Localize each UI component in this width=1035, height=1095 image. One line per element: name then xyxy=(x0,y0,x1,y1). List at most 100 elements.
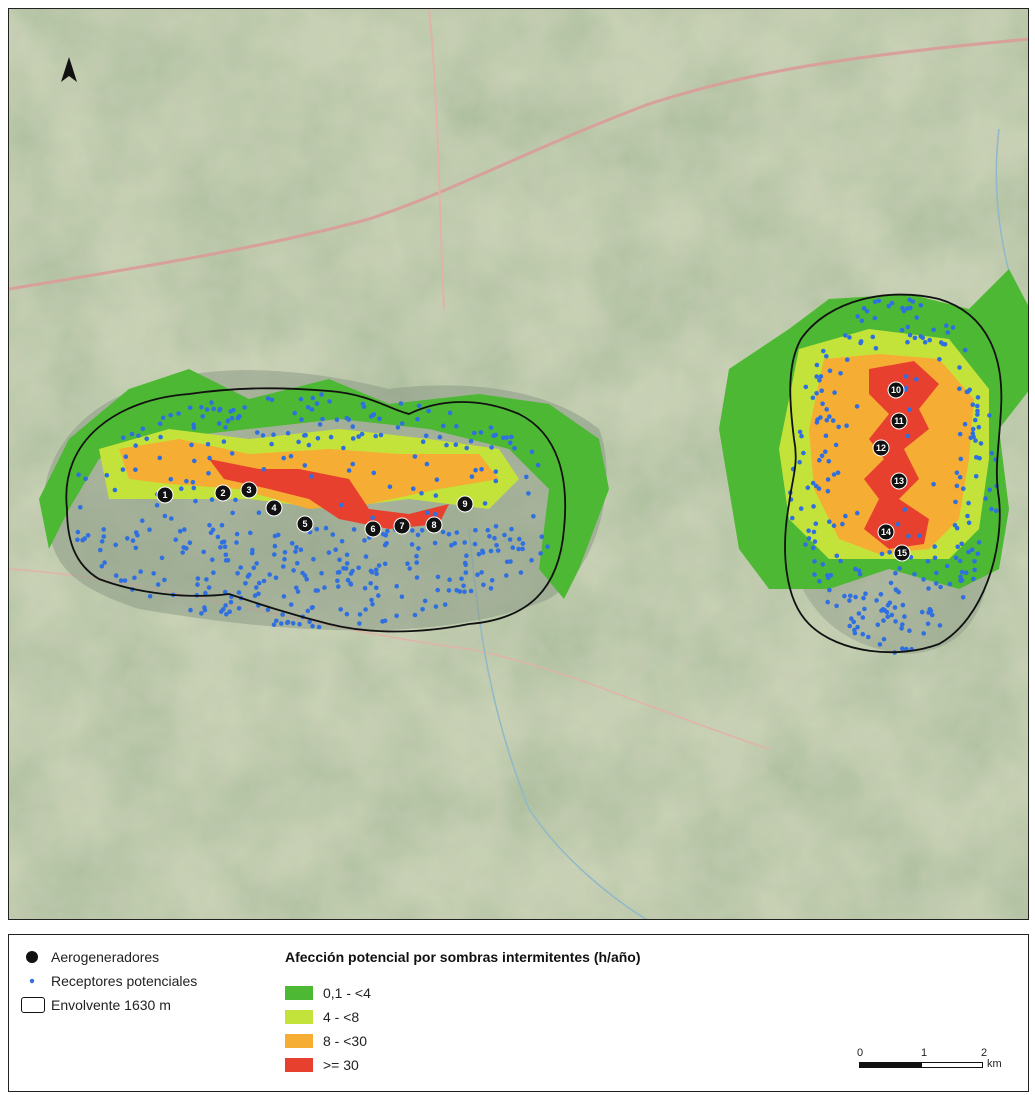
receptor-point xyxy=(987,413,992,418)
receptor-point xyxy=(357,621,362,626)
receptor-point xyxy=(285,620,290,625)
receptor-point xyxy=(958,456,964,462)
receptor-point xyxy=(303,432,308,438)
receptor-point xyxy=(225,419,231,424)
receptor-point xyxy=(410,528,415,533)
receptor-point xyxy=(184,478,189,484)
receptor-point xyxy=(249,550,255,556)
west-shadow-zones xyxy=(39,369,609,631)
receptor-point xyxy=(516,546,521,552)
receptor-point xyxy=(251,565,257,571)
receptor-point xyxy=(989,506,994,512)
receptor-point xyxy=(330,532,336,537)
turbine-label: 11 xyxy=(894,416,904,426)
receptor-point xyxy=(378,432,384,438)
receptor-point xyxy=(952,522,958,528)
receptor-point xyxy=(314,526,320,532)
receptor-point xyxy=(176,411,181,416)
receptor-point xyxy=(305,608,311,614)
turbine-dot-icon xyxy=(26,951,38,963)
class-label: >= 30 xyxy=(323,1057,359,1073)
receptor-point xyxy=(344,561,350,566)
receptor-point xyxy=(281,564,286,569)
receptor-point xyxy=(254,585,259,590)
receptor-point xyxy=(304,577,310,582)
receptor-point xyxy=(903,374,909,379)
receptor-point xyxy=(975,412,980,417)
receptor-point xyxy=(310,623,315,629)
receptor-point xyxy=(234,540,239,545)
receptor-point xyxy=(233,497,238,503)
receptor-point xyxy=(169,516,174,521)
receptor-point xyxy=(382,542,388,548)
scale-bar-black xyxy=(859,1062,921,1068)
receptor-point xyxy=(907,332,913,338)
receptor-point xyxy=(917,533,922,539)
receptor-point xyxy=(473,527,478,533)
receptor-point xyxy=(531,514,536,519)
turbine-marker xyxy=(425,516,443,534)
legend-class-0: 0,1 - <4 xyxy=(285,985,371,1001)
receptor-point xyxy=(798,506,804,511)
receptor-point xyxy=(954,483,960,489)
receptor-point xyxy=(504,573,509,578)
receptor-point xyxy=(892,605,898,610)
receptor-point xyxy=(476,551,482,557)
receptor-point xyxy=(370,515,375,520)
receptor-point xyxy=(907,407,912,412)
receptor-point xyxy=(978,441,984,446)
receptor-point xyxy=(876,298,882,304)
receptor-point xyxy=(912,571,917,577)
receptor-point xyxy=(374,585,379,591)
receptor-point xyxy=(854,404,860,409)
receptor-point xyxy=(282,556,287,562)
receptor-point xyxy=(468,438,474,444)
receptor-point xyxy=(842,593,847,599)
receptor-point xyxy=(85,533,91,538)
receptor-point xyxy=(387,484,393,490)
receptor-point xyxy=(905,339,910,345)
receptor-point xyxy=(261,578,267,584)
receptor-point xyxy=(899,626,904,631)
receptor-point xyxy=(297,621,302,627)
receptor-point xyxy=(897,566,902,571)
receptor-point xyxy=(221,439,227,444)
receptor-point xyxy=(350,461,356,467)
receptor-point xyxy=(136,433,141,439)
receptor-point xyxy=(125,536,130,541)
receptor-point xyxy=(813,521,819,526)
receptor-point xyxy=(437,434,443,440)
receptor-point xyxy=(806,528,811,533)
receptor-point xyxy=(955,544,960,550)
receptor-point xyxy=(983,496,988,501)
turbine-marker xyxy=(887,381,905,399)
receptor-point xyxy=(420,607,425,612)
receptor-point xyxy=(280,612,285,617)
receptor-point xyxy=(855,624,860,630)
receptor-point xyxy=(914,377,919,382)
receptor-point xyxy=(224,612,229,617)
receptor-point xyxy=(120,467,126,472)
turbine-marker xyxy=(214,484,232,502)
receptor-point xyxy=(977,455,982,461)
receptor-point xyxy=(394,613,399,619)
receptor-point xyxy=(222,589,228,595)
envelope-west xyxy=(65,387,567,633)
receptor-point xyxy=(216,421,222,426)
receptor-point xyxy=(407,566,413,571)
receptor-point xyxy=(345,577,351,583)
receptor-point xyxy=(510,545,516,550)
receptor-point xyxy=(925,621,931,627)
receptor-point xyxy=(478,430,484,435)
receptor-points xyxy=(75,297,999,655)
receptor-point xyxy=(140,426,146,432)
receptor-point xyxy=(827,368,833,374)
receptor-point xyxy=(934,570,939,576)
receptor-point xyxy=(237,414,242,419)
receptor-point xyxy=(918,334,924,339)
receptor-point xyxy=(509,526,514,532)
receptor-point xyxy=(432,540,438,546)
scale-bar-white xyxy=(921,1062,983,1068)
receptor-point xyxy=(135,532,140,538)
receptor-point xyxy=(99,539,105,544)
